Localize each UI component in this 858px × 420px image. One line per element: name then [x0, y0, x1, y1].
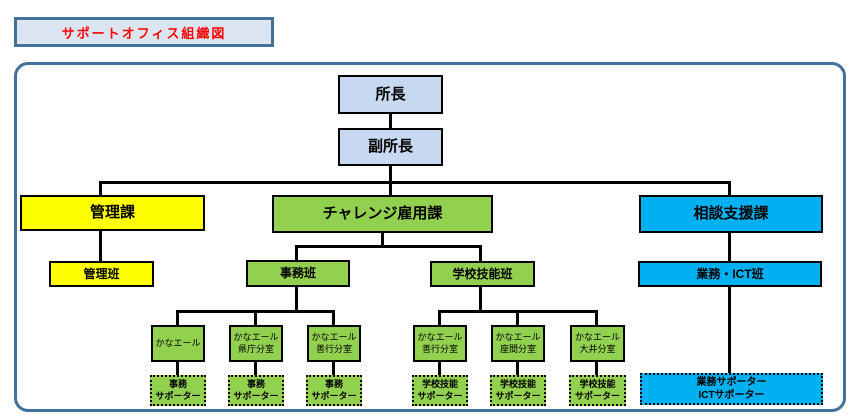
connector-office1-supporter — [176, 360, 179, 377]
connector-drop-soudan — [728, 181, 731, 197]
node-vice-director: 副所長 — [338, 128, 443, 166]
node-supporter-gyomu-ict: 業務サポーター ICTサポーター — [640, 373, 823, 405]
node-office-kanayell-kencho: かなエール 県庁分室 — [229, 325, 283, 362]
node-office-kanayell-zama: かなエール 座間分室 — [491, 325, 545, 362]
connector-drop-office-6 — [595, 310, 598, 327]
connector-soudan-team — [728, 231, 731, 263]
connector-office6-supporter — [595, 360, 598, 377]
connector-office2-supporter — [254, 360, 257, 377]
connector-vice-rail — [389, 164, 392, 183]
connector-drop-office-2 — [254, 310, 257, 327]
node-office-kanayell-oi: かなエール 大井分室 — [570, 325, 625, 362]
node-supporter-jimu-2: 事務 サポーター — [228, 375, 284, 406]
node-supporter-jimu-3: 事務 サポーター — [306, 375, 362, 406]
connector-drop-office-4 — [438, 310, 441, 327]
node-division-soudan: 相談支援課 — [639, 195, 823, 233]
connector-kanri-team — [99, 228, 102, 262]
connector-drop-office-5 — [516, 310, 519, 327]
node-team-gyomu-ict: 業務・ICT班 — [638, 261, 822, 287]
node-supporter-jimu-1: 事務 サポーター — [150, 375, 206, 406]
connector-ict-team-supporter — [728, 285, 731, 375]
node-office-kanayell: かなエール — [151, 325, 205, 362]
chart-title: サポートオフィス組織図 — [61, 25, 227, 41]
connector-gakko-rail — [479, 285, 482, 312]
connector-office5-supporter — [516, 360, 519, 377]
connector-rail-level2 — [99, 181, 731, 184]
connector-drop-challenge — [389, 181, 392, 197]
connector-office3-supporter — [332, 360, 335, 377]
node-team-jimu: 事務班 — [246, 260, 350, 287]
connector-drop-kanri — [99, 181, 102, 197]
node-team-gakko-ginou: 学校技能班 — [430, 261, 535, 287]
node-supporter-gakko-2: 学校技能 サポーター — [490, 375, 546, 406]
connector-office4-supporter — [438, 360, 441, 377]
chart-title-box: サポートオフィス組織図 — [14, 17, 274, 47]
node-division-challenge: チャレンジ雇用課 — [272, 195, 493, 233]
connector-drop-jimu-team — [295, 245, 298, 262]
node-supporter-gakko-1: 学校技能 サポーター — [412, 375, 468, 406]
connector-drop-gakko-team — [479, 245, 482, 262]
node-director: 所長 — [338, 75, 443, 114]
node-division-kanri: 管理課 — [20, 195, 205, 231]
node-office-kanayell-zengyo-jimu: かなエール 善行分室 — [307, 325, 361, 362]
connector-drop-office-3 — [332, 310, 335, 327]
connector-challenge-rail — [381, 231, 384, 248]
connector-director-vice — [389, 112, 392, 130]
connector-jimu-rail — [295, 285, 298, 312]
connector-rail-challenge-teams — [295, 245, 482, 248]
connector-drop-office-1 — [176, 310, 179, 327]
node-team-kanri: 管理班 — [49, 261, 154, 287]
node-office-kanayell-zengyo-gakko: かなエール 善行分室 — [413, 325, 467, 362]
node-supporter-gakko-3: 学校技能 サポーター — [569, 375, 626, 406]
